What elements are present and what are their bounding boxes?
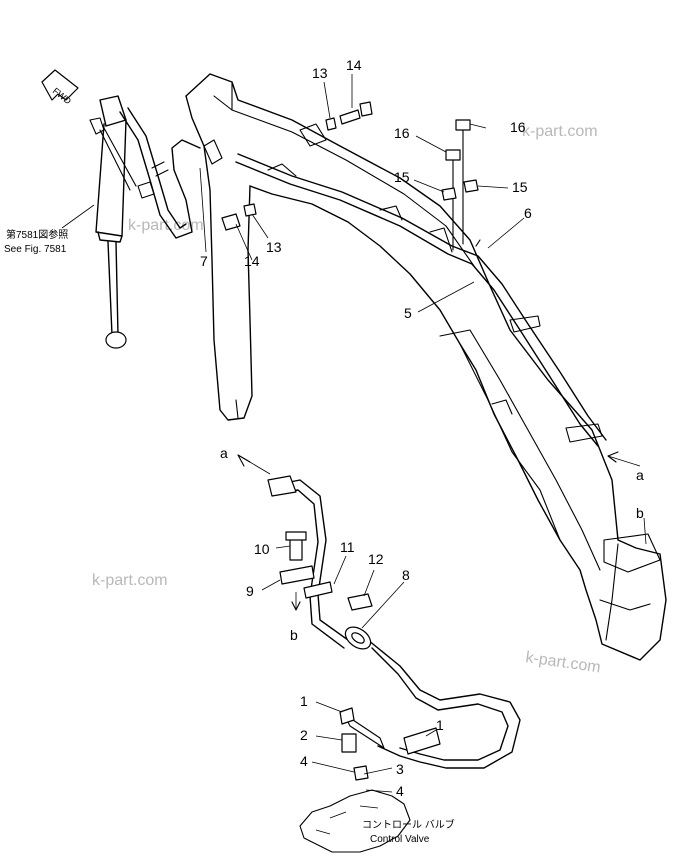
connector-b-right: b xyxy=(636,505,644,521)
watermark: k-part.com xyxy=(522,123,598,140)
boom-body xyxy=(185,73,667,661)
bolt-group xyxy=(221,101,479,251)
hose-assembly-lower xyxy=(267,475,521,781)
arrow-icon xyxy=(607,451,619,463)
callout-8: 8 xyxy=(402,567,410,583)
leader-lines xyxy=(61,74,647,793)
reference-note-jp: 第7581図参照 xyxy=(6,228,68,241)
connector-b-left: b xyxy=(290,627,298,643)
fwd-arrow-icon: FWD xyxy=(41,69,79,107)
callout-15: 15 xyxy=(394,169,410,185)
callout-14: 14 xyxy=(346,57,362,73)
callout-6: 6 xyxy=(524,205,532,221)
watermark: k-part.com xyxy=(524,649,601,676)
callout-7: 7 xyxy=(200,253,208,269)
callout-1: 1 xyxy=(300,693,308,709)
callout-13: 13 xyxy=(266,239,282,255)
watermark: k-part.com xyxy=(128,217,204,234)
callout-4: 4 xyxy=(396,783,404,799)
callout-1: 1 xyxy=(436,717,444,733)
callout-16: 16 xyxy=(510,119,526,135)
connector-a-right: a xyxy=(636,467,644,483)
callout-4: 4 xyxy=(300,753,308,769)
reference-note-en: See Fig. 7581 xyxy=(4,244,67,255)
arrow-icon xyxy=(237,454,251,467)
control-valve-label-en: Control Valve xyxy=(370,834,430,845)
watermark: k-part.com xyxy=(92,572,168,589)
callout-2: 2 xyxy=(300,727,308,743)
hose-7 xyxy=(119,107,223,239)
pipes-5-6 xyxy=(235,123,607,447)
callout-14: 14 xyxy=(244,253,260,269)
callout-13: 13 xyxy=(312,65,328,81)
callout-5: 5 xyxy=(404,305,412,321)
control-valve-label-jp: コントロール バルブ xyxy=(362,818,455,831)
connector-a-left: a xyxy=(220,445,228,461)
callout-15: 15 xyxy=(512,179,528,195)
callout-10: 10 xyxy=(254,541,270,557)
callout-16: 16 xyxy=(394,125,410,141)
callout-9: 9 xyxy=(246,583,254,599)
callout-11: 11 xyxy=(340,539,355,555)
callout-12: 12 xyxy=(368,551,384,567)
boom-cylinder xyxy=(89,95,137,349)
callout-3: 3 xyxy=(396,761,404,777)
arrow-icon xyxy=(291,601,301,611)
control-valve xyxy=(299,789,411,853)
